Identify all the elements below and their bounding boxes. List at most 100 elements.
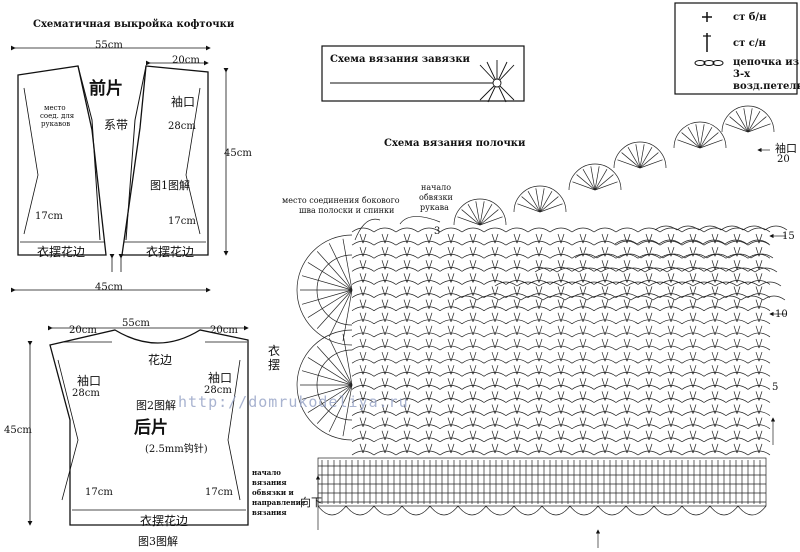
chart-stitch-mark [491,365,496,375]
chart-fan-stitch [621,152,641,169]
chart-stitch-mark [648,286,653,296]
chart-sleeve-arcs [654,225,788,231]
chart-stitch-mark [604,286,609,296]
chart-stitch-mark [557,286,562,296]
chart-stitch-mark [403,404,408,414]
chart-stitch-mark [447,247,452,257]
chart-stitch-mark [494,247,499,257]
chart-stitch-mark [425,378,430,388]
chart-stitch-mark [645,443,650,454]
chart-sleeve-arcs [574,253,774,259]
chart-stitch-mark [692,312,697,322]
chart-stitch-mark [406,299,411,309]
back-figure2-caption: 图2图解 [136,399,176,412]
chart-stitch-mark [538,299,543,309]
chart-stitch-mark [384,430,389,440]
chart-fan-stitch [747,123,771,133]
chart-stitch-mark [450,273,455,283]
chart-stitch-mark [623,404,628,414]
chart-fan-stitch [576,174,596,191]
chart-stitch-mark [425,312,430,322]
chart-stitch-mark [711,391,716,401]
chart-stitch-mark [604,430,609,440]
chart-stitch-mark [582,312,587,322]
chart-stitch-mark [670,312,675,322]
chart-stitch-mark [604,338,609,349]
chart-stitch-mark [758,443,763,454]
front-hem-left-label: 衣摆花边 [37,245,86,259]
chart-stitch-mark [491,233,496,244]
chart-bottom-note-line3: обвязки и [252,488,294,497]
chart-stitch-mark [381,378,386,388]
chart-stitch-mark [733,312,738,322]
chart-stitch-mark [362,351,367,362]
chart-stitch-mark [582,260,587,270]
chart-stitch-mark [535,338,540,349]
chart-side-shell-inner [316,254,353,326]
chart-stitch-mark [670,417,675,427]
chart-stitch-mark [648,312,653,322]
chart-side-shell-stitch [328,243,353,291]
chart-stitch-mark [447,325,452,336]
chart-stitch-mark [560,404,565,414]
chart-stitch-mark [447,391,452,401]
chart-stitch-mark [469,430,474,440]
chart-fan-stitch [677,139,701,149]
chart-stitch-mark [623,299,628,309]
chart-fan-stitch [743,108,749,133]
chart-stitch-mark [755,351,760,362]
chart-stitch-mark [692,273,697,283]
chart-stitch-mark [447,417,452,427]
chart-stitch-mark [362,312,367,322]
chart-stitch-mark [472,260,477,270]
chart-stitch-mark [736,286,741,296]
chart-stitch-mark [516,260,521,270]
chart-stitch-mark [579,312,584,322]
chart-fan-edge [513,185,567,213]
chart-stitch-mark [758,417,763,427]
chart-fan-stitch [539,203,563,213]
chart-stitch-mark [359,430,364,440]
chart-row-arcs [351,424,771,430]
chart-stitch-mark [516,443,521,454]
chart-stitch-mark [560,338,565,349]
chart-side-shell-stitch [316,251,353,291]
chart-stitch-mark [692,378,697,388]
chart-stitch-mark [758,391,763,401]
chart-stitch-mark [472,312,477,322]
chart-stitch-mark [469,391,474,401]
back-side-left-label: 17cm [85,487,113,498]
chart-stitch-mark [535,312,540,322]
chart-stitch-mark [469,417,474,427]
chart-side-shell-stitch [342,289,353,342]
chart-fan-stitch [479,201,485,226]
chart-stitch-mark [469,443,474,454]
chart-stitch-mark [733,338,738,349]
chart-stitch-mark [447,299,452,309]
chart-stitch-mark [516,312,521,322]
chart-stitch-mark [359,351,364,362]
chart-row-arcs [351,437,771,443]
chart-stitch-mark [384,378,389,388]
chart-side-shell-edge [296,234,353,346]
chart-stitch-mark [692,430,697,440]
chart-stitch-mark [447,312,452,322]
chart-stitch-mark [758,378,763,388]
chart-stitch-mark [601,260,606,270]
chart-stitch-mark [362,430,367,440]
chart-stitch-mark [670,378,675,388]
chart-stitch-mark [755,233,760,244]
chart-stitch-mark [362,391,367,401]
chart-stitch-mark [384,312,389,322]
chart-stitch-mark [469,325,474,336]
chart-fan-stitch [572,181,596,191]
chart-stitch-mark [670,233,675,244]
chart-fan-stitch [747,116,767,133]
chart-stitch-mark [626,260,631,270]
chart-stitch-mark [494,378,499,388]
chart-stitch-mark [516,378,521,388]
chart-stitch-mark [667,378,672,388]
chart-stitch-mark [406,286,411,296]
chart-stitch-mark [733,391,738,401]
front-piece-name: 前片 [89,79,123,99]
